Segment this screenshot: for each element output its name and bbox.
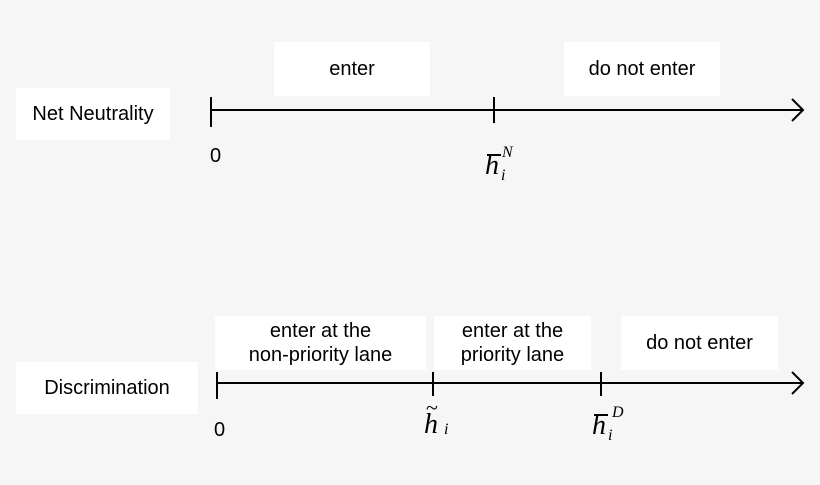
net-neutrality-arrowhead — [791, 98, 805, 122]
discrimination-arrowhead — [791, 371, 805, 395]
threshold-superscript: N — [502, 144, 513, 161]
region-do-not-enter: do not enter — [564, 42, 720, 96]
threshold-subscript: i — [501, 167, 506, 184]
threshold-d-subscript: i — [608, 427, 613, 444]
discrimination-zero: 0 — [214, 419, 226, 441]
threshold-d-symbol: h — [592, 410, 606, 441]
region-do-not-enter-discrimination-text: do not enter — [646, 332, 753, 354]
threshold-h-bar-D: h D i — [592, 404, 632, 450]
region-do-not-enter-text: do not enter — [588, 58, 696, 80]
threshold-tilde-symbol: h — [424, 409, 438, 440]
region-non-priority-line2: non-priority lane — [248, 344, 393, 366]
region-enter-text: enter — [329, 58, 375, 80]
net-neutrality-label: Net Neutrality — [16, 88, 170, 140]
threshold-overbar — [487, 154, 501, 156]
region-do-not-enter-discrimination: do not enter — [621, 316, 778, 370]
threshold-h-bar-N: h N i — [485, 144, 525, 190]
region-non-priority-line1: enter at the — [269, 320, 372, 342]
threshold-tilde-subscript: i — [444, 421, 449, 438]
region-priority-line2: priority lane — [460, 344, 565, 366]
threshold-d-superscript: D — [612, 404, 624, 421]
discrimination-label: Discrimination — [16, 362, 198, 414]
region-non-priority-lane: enter at the non-priority lane — [215, 316, 426, 370]
region-priority-line1: enter at the — [461, 320, 564, 342]
tilde-accent: ~ — [426, 395, 438, 420]
net-neutrality-label-text: Net Neutrality — [32, 103, 154, 125]
region-priority-lane: enter at the priority lane — [434, 316, 591, 370]
threshold-d-overbar — [594, 414, 608, 416]
threshold-h-tilde: ~ h i — [424, 395, 464, 449]
net-neutrality-zero: 0 — [210, 145, 222, 167]
threshold-symbol: h — [485, 150, 499, 181]
region-enter: enter — [274, 42, 430, 96]
discrimination-label-text: Discrimination — [44, 377, 170, 399]
